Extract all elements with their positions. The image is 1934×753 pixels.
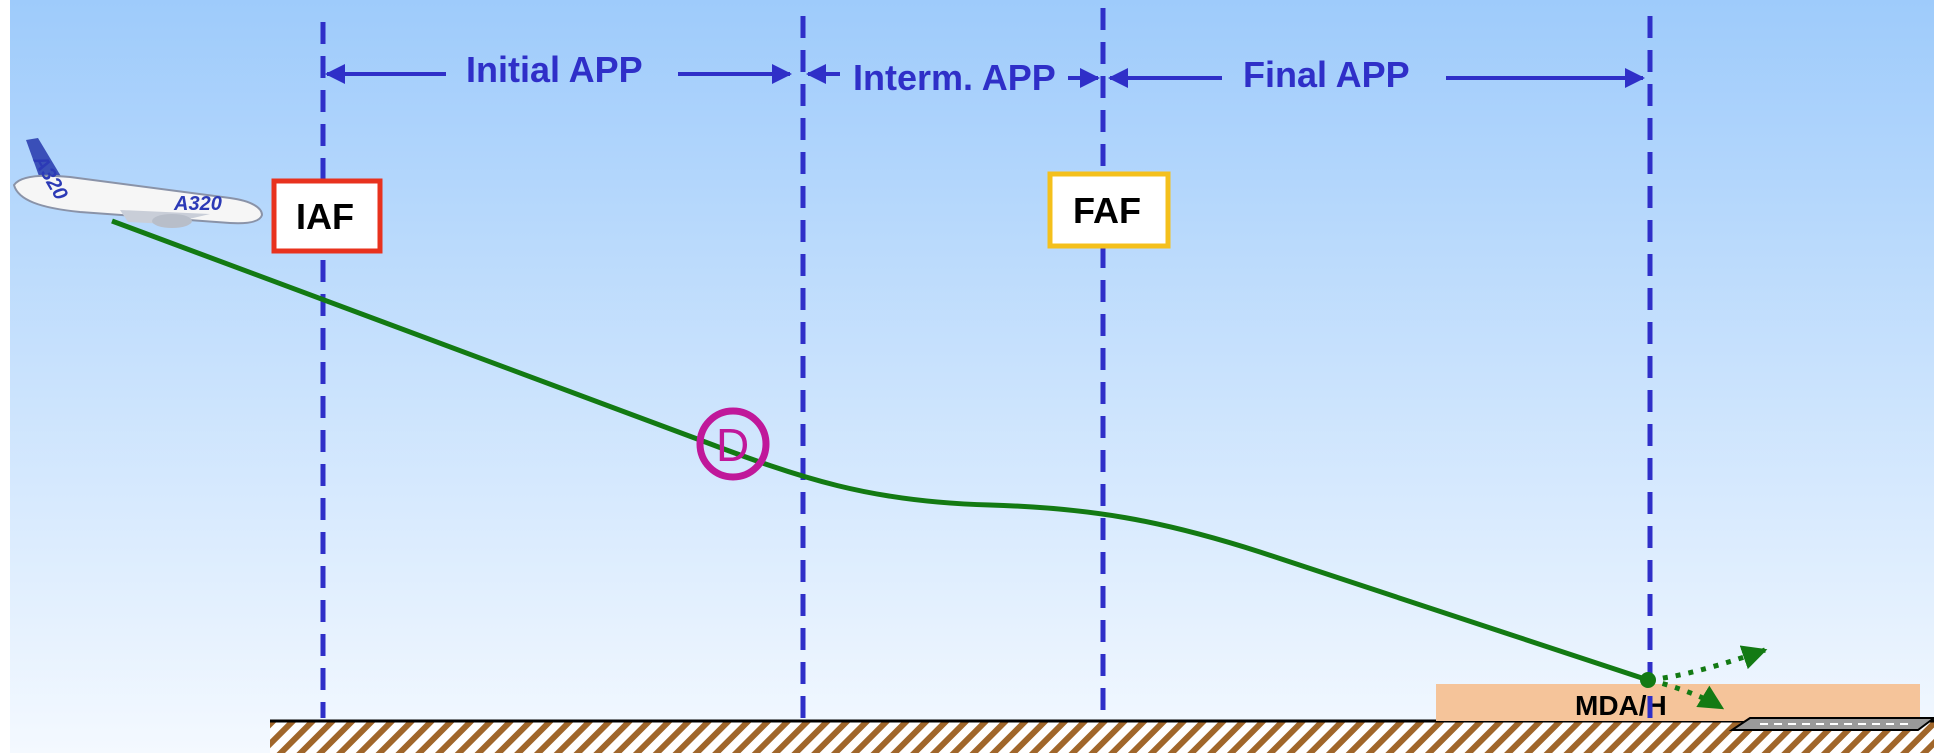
flight-path [111, 218, 1649, 683]
aircraft-icon: A320 A320 [12, 138, 264, 228]
decel-label: D [716, 419, 749, 471]
aircraft-fuselage [12, 174, 264, 225]
initial-app-label: Initial APP [466, 49, 643, 90]
final-app-label: Final APP [1243, 54, 1410, 95]
sky-background [10, 0, 1934, 753]
landing-path [1649, 677, 1725, 711]
interm-app-label: Interm. APP [853, 57, 1056, 98]
ground [270, 721, 1934, 753]
mda-label: MDA/H [1575, 690, 1667, 721]
map-point [1640, 672, 1656, 688]
aircraft-engine [152, 214, 192, 228]
iaf-label: IAF [296, 196, 354, 237]
go-around-path [1649, 645, 1768, 683]
iaf-box [271, 178, 383, 254]
faf-box [1047, 171, 1171, 249]
aircraft-body-text: A320 [173, 193, 222, 215]
decel-circle [696, 407, 770, 481]
faf-label: FAF [1073, 190, 1141, 231]
